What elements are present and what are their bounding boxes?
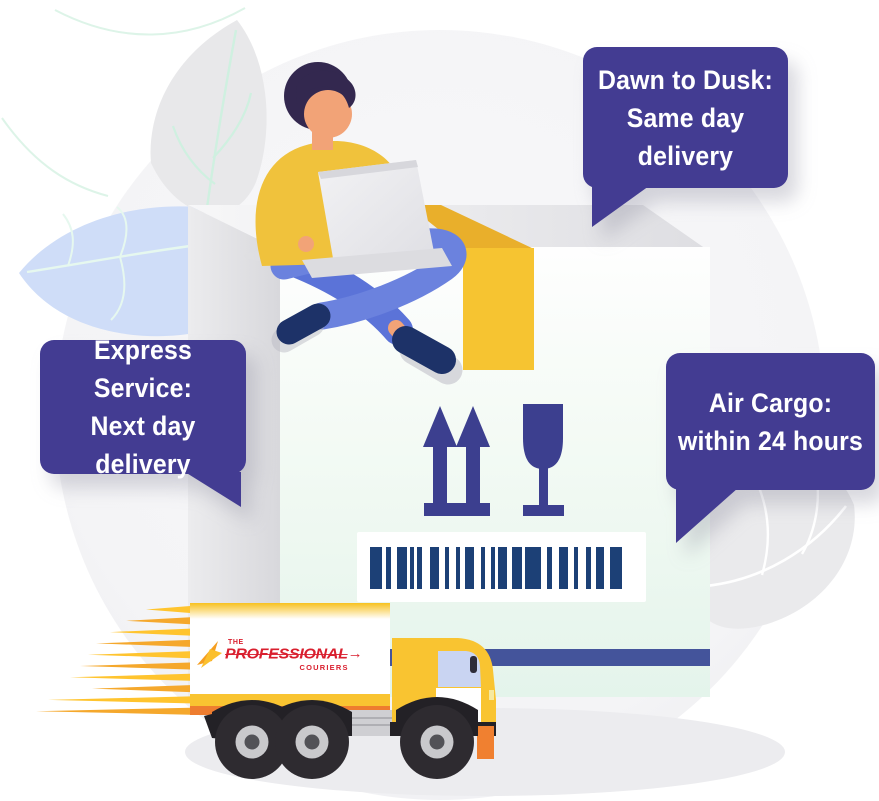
hand	[298, 236, 314, 252]
person-on-laptop	[244, 62, 467, 385]
logo-sub: COURIERS	[299, 662, 349, 672]
box-tape	[408, 205, 534, 370]
speech-bubble-next-day: Express Service: Next day delivery	[40, 335, 246, 507]
shoe-front	[392, 326, 456, 374]
cab-mirror	[470, 656, 477, 673]
bubble-line: Dawn to Dusk:	[598, 64, 773, 95]
bubble-line: within 24 hours	[678, 425, 863, 456]
speed-lines	[36, 606, 190, 715]
logo-the: THE	[228, 638, 244, 646]
leaf-blue-left	[19, 206, 200, 337]
bubble-line: Express Service:	[93, 335, 193, 403]
truck-wheel-rear-1	[215, 705, 289, 779]
paper-plane-icon	[197, 641, 222, 668]
fragile-glass-icon	[523, 404, 564, 516]
bubble-line: Next day delivery	[90, 411, 196, 479]
logo-arrow-icon: →	[347, 645, 363, 663]
delivery-truck	[36, 603, 496, 779]
speech-bubble-air-cargo: Air Cargo: within 24 hours	[666, 353, 875, 543]
this-side-up-icon	[423, 406, 490, 516]
logo-main: PROFESSIONAL	[225, 646, 348, 663]
laptop	[302, 160, 452, 278]
bubble-line: Air Cargo:	[708, 387, 833, 418]
truck-wheel-rear-2	[275, 705, 349, 779]
truck-wheel-front	[400, 705, 474, 779]
face	[304, 90, 352, 138]
speech-bubble-same-day: Dawn to Dusk: Same day delivery	[583, 47, 788, 227]
cab-step	[477, 726, 494, 759]
barcode	[357, 532, 646, 602]
bubble-line: Same day delivery	[626, 102, 745, 171]
hair-fringe	[296, 70, 356, 108]
courier-logo: THE PROFESSIONAL → COURIERS	[196, 629, 388, 681]
shoe-back	[276, 303, 331, 345]
leaf-gray-top	[150, 20, 267, 214]
